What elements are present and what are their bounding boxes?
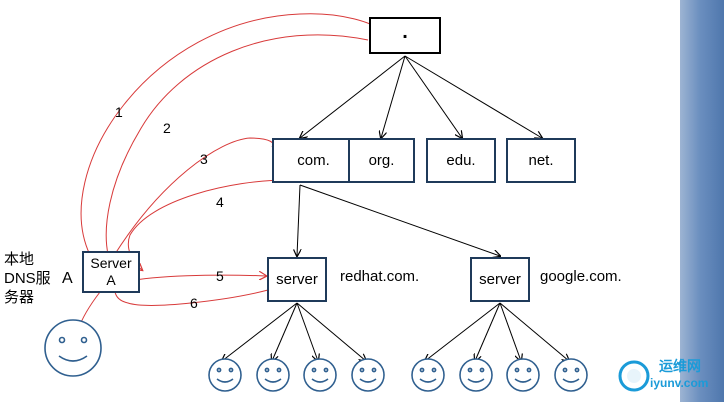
tld-label: org. — [368, 152, 395, 169]
watermark-logo-icon — [618, 360, 650, 392]
step-number: 2 — [163, 120, 171, 136]
tld-node-org: org. — [348, 138, 415, 183]
step-number: 1 — [115, 104, 123, 120]
root-label: . — [402, 21, 408, 43]
tld-node-net: net. — [506, 138, 576, 183]
server-label: server — [276, 271, 318, 288]
root-dns-node: . — [369, 17, 441, 54]
domain-label-google: google.com. — [540, 268, 622, 285]
server-node-redhat: server — [267, 257, 327, 302]
watermark-line1: 运维网 — [659, 358, 701, 374]
server-label: server — [479, 271, 521, 288]
server-node-google: server — [470, 257, 530, 302]
watermark-line2: iyunv.com — [650, 376, 709, 390]
slide-side-bar — [680, 0, 724, 402]
local-server-label: Server — [90, 255, 132, 271]
domain-label-redhat: redhat.com. — [340, 268, 420, 285]
tld-node-com: com. — [272, 138, 355, 183]
step-number: 3 — [200, 151, 208, 167]
local-dns-caption: 本地 DNS服 务器 — [4, 251, 51, 306]
user-face-icons — [44, 319, 588, 392]
local-server-sub: A — [106, 272, 116, 288]
tld-node-edu: edu. — [426, 138, 496, 183]
step-number: 5 — [216, 268, 224, 284]
local-server-node: Server A — [82, 251, 140, 293]
tld-label: edu. — [446, 152, 476, 169]
tld-label: net. — [528, 152, 554, 169]
step-number: 4 — [216, 194, 224, 210]
tld-label: com. — [297, 152, 330, 169]
local-side-letter: A — [62, 270, 73, 287]
step-number: 6 — [190, 295, 198, 311]
